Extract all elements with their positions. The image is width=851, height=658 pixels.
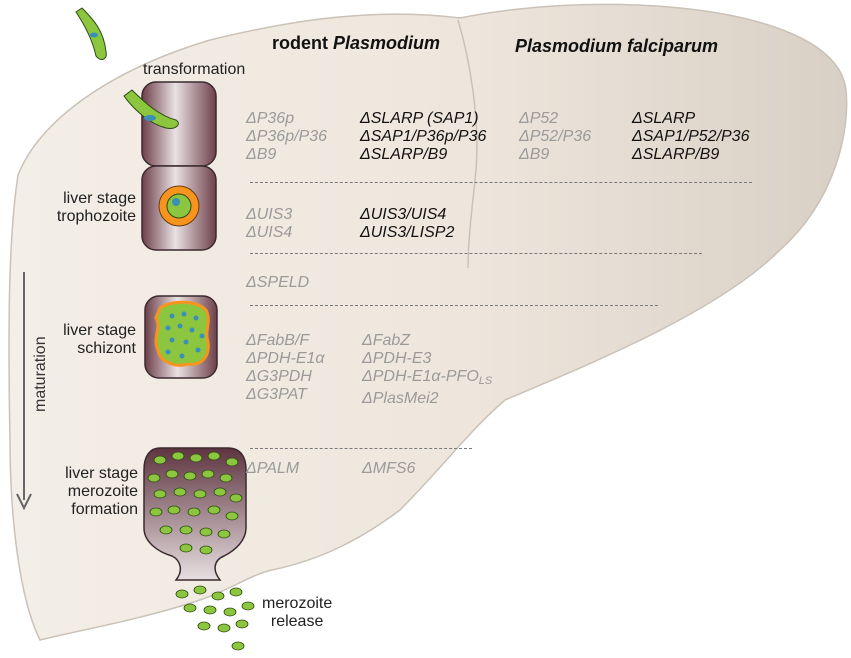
list-transformation-rodent-gray: ΔP36p ΔP36p/P36 ΔB9 (246, 110, 328, 163)
label-trophozoite: liver stage trophozoite (56, 190, 136, 225)
divider-3 (250, 305, 658, 306)
label-schizont: liver stage schizont (63, 322, 136, 357)
divider-4 (250, 448, 472, 449)
label-transformation: transformation (143, 61, 246, 78)
label-merozoite-release: merozoite release (262, 595, 333, 630)
maturation-arrow-icon (16, 272, 32, 511)
list-trophozoite-rodent-gray: ΔUIS3 ΔUIS4 (246, 206, 293, 241)
divider-1 (250, 182, 752, 183)
lobe-line (457, 19, 478, 269)
list-transformation-pf-black: ΔSLARP ΔSAP1/P52/P36 ΔSLARP/B9 (632, 110, 750, 163)
label-merozoite-formation: liver stage merozoite formation (65, 465, 138, 518)
merozoite-icon (143, 447, 255, 651)
divider-2 (250, 253, 702, 254)
list-trophozoite-rodent-black: ΔUIS3/UIS4 ΔUIS3/LISP2 (360, 206, 455, 241)
label-maturation: maturation (32, 336, 49, 412)
hepatocyte-icon (123, 81, 217, 167)
header-rodent: rodent Plasmodium (272, 33, 441, 53)
gene-palm: ΔPALM (246, 460, 300, 477)
header-falciparum: Plasmodium falciparum (515, 36, 719, 56)
gene-speld: ΔSPELD (246, 274, 310, 291)
trophozoite-icon (141, 165, 217, 251)
list-schizont-col2: ΔFabZ ΔPDH-E3 ΔPDH-E1α-PFOLS ΔPlasMei2 (362, 332, 493, 407)
list-transformation-pf-gray: ΔP52 ΔP52/P36 ΔB9 (519, 110, 592, 163)
list-transformation-rodent-black: ΔSLARP (SAP1) ΔSAP1/P36p/P36 ΔSLARP/B9 (360, 110, 487, 163)
sporozoite-icon (75, 7, 107, 60)
schizont-icon (144, 295, 218, 379)
list-schizont-col1: ΔFabB/F ΔPDH-E1α ΔG3PDH ΔG3PAT (246, 332, 325, 403)
gene-mfs6: ΔMFS6 (362, 460, 416, 477)
